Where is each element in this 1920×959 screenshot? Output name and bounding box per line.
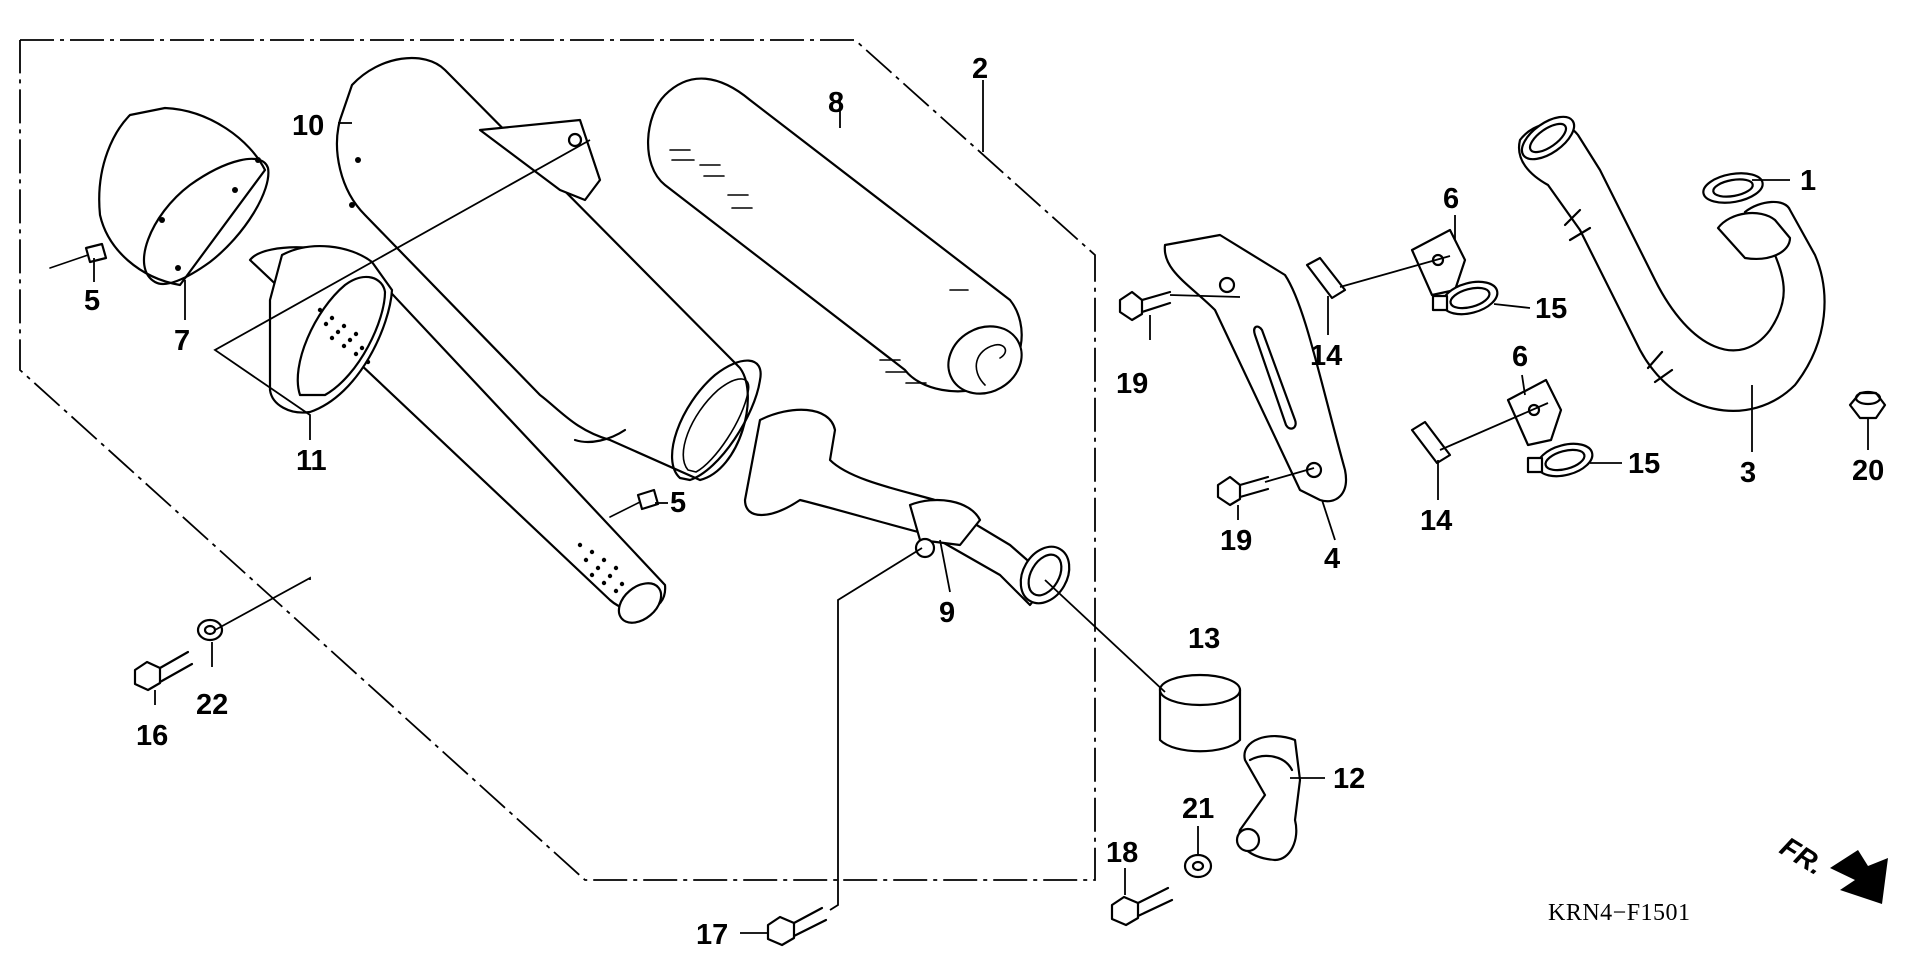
callout-14b: 14	[1420, 505, 1452, 537]
part-bolt-18	[1110, 886, 1174, 927]
callout-17: 17	[696, 919, 728, 951]
part-heat-shield	[1163, 233, 1348, 503]
part-bracket-upper	[1410, 228, 1467, 297]
callout-19a: 19	[1116, 368, 1148, 400]
part-rivet-lower	[609, 488, 660, 518]
part-band-upper	[1431, 280, 1499, 316]
callout-10: 10	[292, 110, 324, 142]
part-bracket-lower	[1506, 378, 1563, 447]
part-packing	[646, 77, 1023, 395]
diagram-code: KRN4−F1501	[1548, 900, 1691, 926]
part-band-lower	[1526, 442, 1594, 478]
part-bolt-17	[766, 906, 828, 947]
callout-22: 22	[196, 689, 228, 721]
callout-7: 7	[174, 325, 190, 357]
part-muffler-body	[335, 56, 762, 482]
part-clip-upper	[1305, 256, 1347, 300]
front-direction-indicator: FR.	[1775, 831, 1888, 904]
part-rivet-upper	[49, 242, 108, 269]
callout-20: 20	[1852, 455, 1884, 487]
part-clip-lower	[1410, 420, 1452, 465]
part-washer-21	[1183, 853, 1213, 879]
callout-9: 9	[939, 597, 955, 629]
callout-4: 4	[1324, 543, 1340, 575]
callout-21: 21	[1182, 793, 1214, 825]
callout-6b: 6	[1512, 341, 1528, 373]
callout-8: 8	[828, 87, 844, 119]
part-end-cap	[98, 106, 270, 287]
callout-19b: 19	[1220, 525, 1252, 557]
assembly-boundary	[19, 39, 1096, 881]
callout-13: 13	[1188, 623, 1220, 655]
callout-5a: 5	[84, 285, 100, 317]
callout-5b: 5	[670, 487, 686, 519]
part-bolt-lower	[1216, 475, 1270, 507]
callout-16: 16	[136, 720, 168, 752]
callout-15b: 15	[1628, 448, 1660, 480]
callout-15a: 15	[1535, 293, 1567, 325]
callout-14a: 14	[1310, 340, 1342, 372]
callout-1: 1	[1800, 165, 1816, 197]
callout-18: 18	[1106, 837, 1138, 869]
part-gasket	[1702, 172, 1764, 204]
part-washer-22	[196, 618, 224, 642]
front-label: FR.	[1775, 831, 1830, 881]
callout-3: 3	[1740, 457, 1756, 489]
callout-12: 12	[1333, 763, 1365, 795]
callout-11: 11	[296, 445, 327, 477]
front-arrow-icon	[1830, 850, 1888, 904]
callout-2: 2	[972, 53, 988, 85]
callout-6a: 6	[1443, 183, 1459, 215]
part-bolt-upper	[1118, 290, 1172, 322]
part-flange-nut	[1848, 390, 1887, 420]
part-exhaust-header	[1517, 115, 1826, 412]
part-mounting-bracket	[1235, 735, 1302, 862]
part-connecting-pipe	[743, 408, 1071, 607]
leader-lines	[93, 80, 1869, 934]
part-bolt-16	[133, 650, 194, 692]
part-sleeve	[1158, 673, 1242, 753]
